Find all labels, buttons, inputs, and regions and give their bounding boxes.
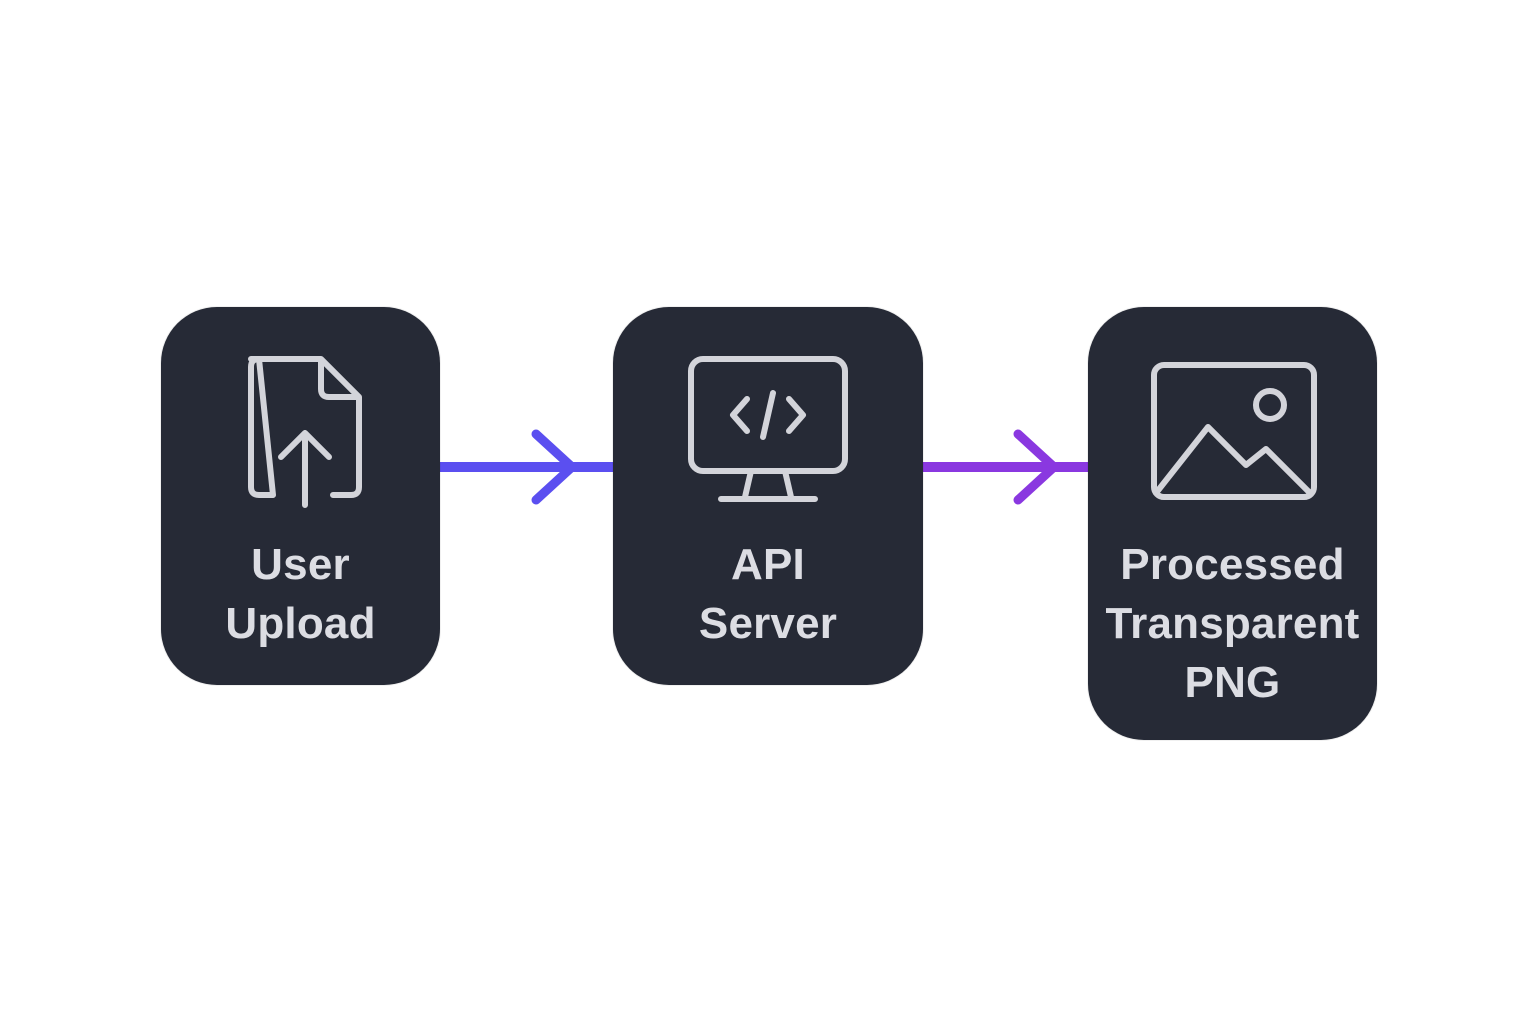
node-processed-png: Processed Transparent PNG <box>1088 307 1377 740</box>
node-label-line: Server <box>698 599 838 648</box>
node-label-line: User <box>251 540 350 589</box>
file-upload-icon <box>248 356 362 508</box>
node-label-line: API <box>731 540 805 589</box>
node-api-server: API Server <box>613 307 923 685</box>
edge-api-to-png <box>923 429 1088 505</box>
image-icon <box>1151 362 1317 500</box>
edge-arrowhead <box>1013 429 1059 505</box>
node-user-upload: User Upload <box>161 307 440 685</box>
edge-upload-to-api <box>440 429 613 505</box>
node-label-line: Upload <box>225 599 376 648</box>
node-label-line: PNG <box>1184 658 1281 707</box>
monitor-code-icon <box>688 356 848 502</box>
edge-arrowhead <box>531 429 577 505</box>
node-label-line: Processed <box>1120 540 1345 589</box>
node-label-line: Transparent <box>1105 599 1360 648</box>
